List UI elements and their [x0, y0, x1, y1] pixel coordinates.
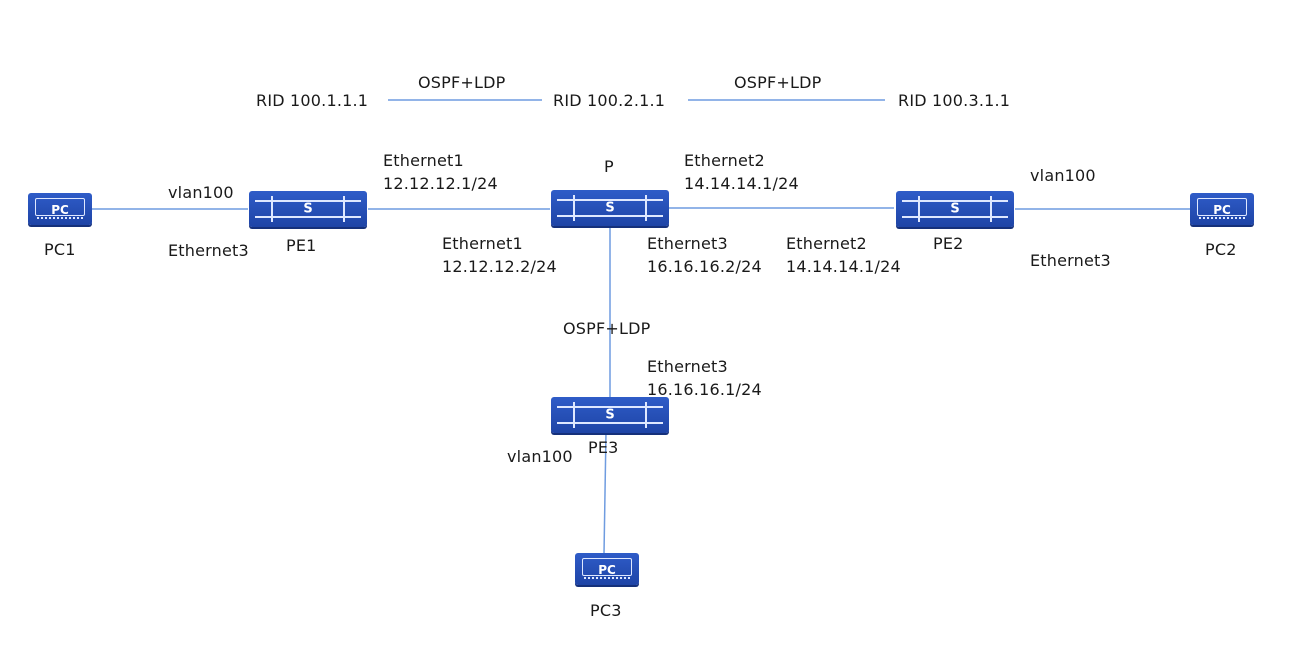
pe1-eth3-label: Ethernet3: [168, 241, 249, 260]
pc1-glyph: PC: [51, 203, 69, 217]
pe1-glyph: S: [303, 201, 313, 217]
pe1-eth1-ip: 12.12.12.1/24: [383, 174, 498, 193]
pc2-icon[interactable]: PC: [1190, 193, 1254, 225]
link-pe3-pc3: [603, 431, 607, 555]
pe3-eth3-label: Ethernet3: [647, 357, 728, 376]
pe3-name: PE3: [588, 438, 619, 457]
pe1-vlan-label: vlan100: [168, 183, 234, 202]
pc2-name: PC2: [1205, 240, 1237, 259]
pe1-switch-icon[interactable]: S: [249, 191, 367, 227]
protocol-label-p-pe3: OSPF+LDP: [563, 319, 651, 338]
p-eth3-label: Ethernet3: [647, 234, 728, 253]
pc1-name: PC1: [44, 240, 76, 259]
p-eth1-label: Ethernet1: [442, 234, 523, 253]
pe2-eth3-label: Ethernet3: [1030, 251, 1111, 270]
pc3-icon[interactable]: PC: [575, 553, 639, 585]
pe1-name: PE1: [286, 236, 317, 255]
pe3-vlan-label: vlan100: [507, 447, 573, 466]
p-eth1-ip: 12.12.12.2/24: [442, 257, 557, 276]
pe3-glyph: S: [605, 407, 615, 423]
p-eth3-ip: 16.16.16.2/24: [647, 257, 762, 276]
p-name: P: [604, 157, 614, 176]
pe2-vlan-label: vlan100: [1030, 166, 1096, 185]
pc3-glyph: PC: [598, 563, 616, 577]
pe2-eth2-ip: 14.14.14.1/24: [786, 257, 901, 276]
pe2-glyph: S: [950, 201, 960, 217]
rid-pe1-label: RID 100.1.1.1: [256, 91, 369, 110]
pe2-name: PE2: [933, 234, 964, 253]
rid-p-label: RID 100.2.1.1: [553, 91, 666, 110]
pe3-eth3-ip: 16.16.16.1/24: [647, 380, 762, 399]
p-eth2-label: Ethernet2: [684, 151, 765, 170]
pc2-glyph: PC: [1213, 203, 1231, 217]
p-switch-icon[interactable]: S: [551, 190, 669, 226]
protocol-label-p-pe2: OSPF+LDP: [734, 73, 822, 92]
pe3-switch-icon[interactable]: S: [551, 397, 669, 433]
pc3-name: PC3: [590, 601, 622, 620]
pe2-switch-icon[interactable]: S: [896, 191, 1014, 227]
p-eth2-ip: 14.14.14.1/24: [684, 174, 799, 193]
pc1-icon[interactable]: PC: [28, 193, 92, 225]
rid-pe2-label: RID 100.3.1.1: [898, 91, 1011, 110]
p-glyph: S: [605, 200, 615, 216]
pe2-eth2-label: Ethernet2: [786, 234, 867, 253]
pe1-eth1-label: Ethernet1: [383, 151, 464, 170]
protocol-label-pe1-p: OSPF+LDP: [418, 73, 506, 92]
